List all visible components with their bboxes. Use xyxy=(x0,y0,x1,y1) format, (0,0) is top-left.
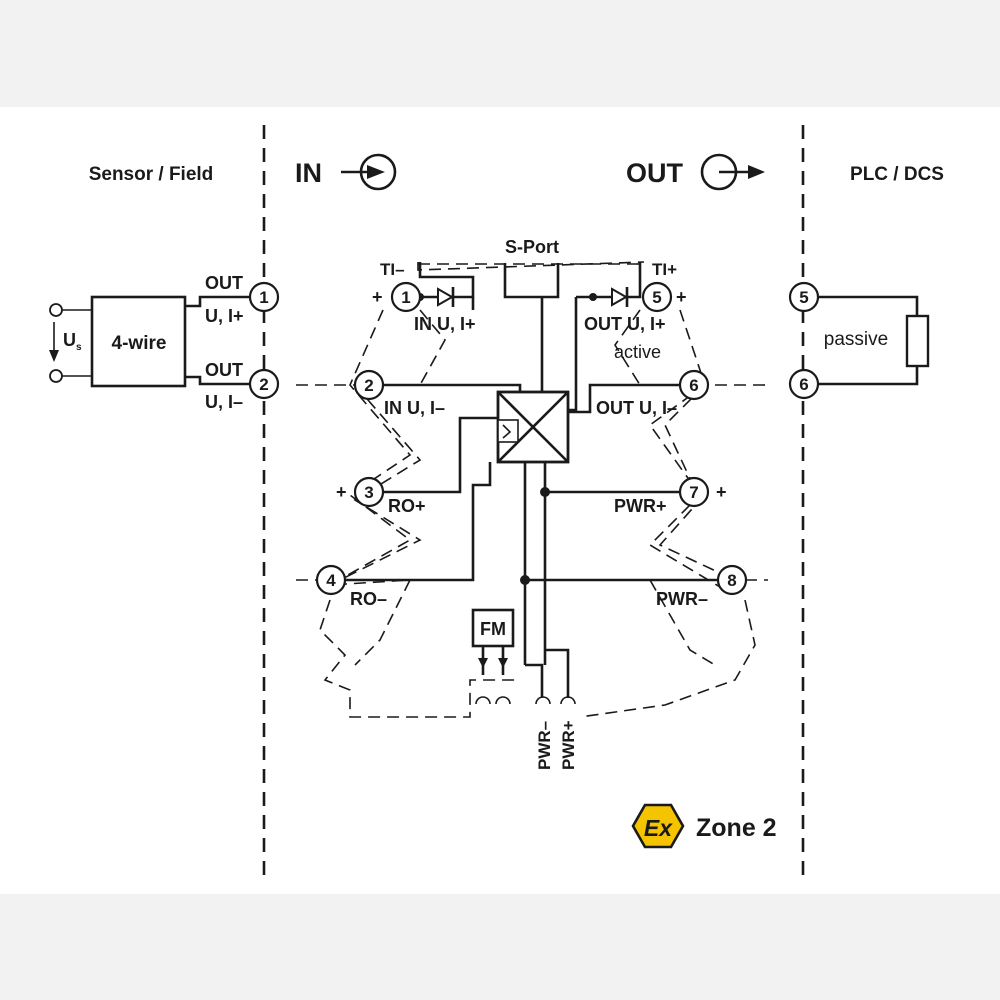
heading-out: OUT xyxy=(626,158,684,188)
supply-subscript: s xyxy=(76,342,82,353)
isolator-block xyxy=(496,390,570,464)
heading-plc-dcs: PLC / DCS xyxy=(850,164,944,185)
passive-label: passive xyxy=(824,329,888,350)
ex-zone-icon: Ex xyxy=(631,803,685,849)
module-terminal-6-label: 6 xyxy=(689,376,698,395)
out-u-i-minus-label: OUT U, I– xyxy=(596,398,677,418)
pwr-minus-label: PWR– xyxy=(656,589,708,609)
in-u-i-minus-label: IN U, I– xyxy=(384,398,445,418)
module-terminal-2-label: 2 xyxy=(364,376,373,395)
active-label: active xyxy=(614,342,661,362)
ti-plus-label: TI+ xyxy=(652,260,677,279)
four-wire-box xyxy=(90,295,187,388)
out2-bottom-label: U, I– xyxy=(205,392,243,412)
out1-top-label: OUT xyxy=(205,273,243,293)
heading-sensor-field: Sensor / Field xyxy=(89,164,214,185)
terminal-3-plus: + xyxy=(336,482,347,502)
s-port-label: S-Port xyxy=(505,237,559,257)
module-terminal-4-label: 4 xyxy=(326,571,336,590)
module-terminal-3-label: 3 xyxy=(364,483,373,502)
zone-label: Zone 2 xyxy=(696,814,777,842)
supply-label: U xyxy=(63,330,76,350)
ro-minus-label: RO– xyxy=(350,589,387,609)
field-terminal-1-label: 1 xyxy=(259,288,268,307)
module-terminal-7-label: 7 xyxy=(689,483,698,502)
module-terminal-6 xyxy=(678,369,710,401)
terminal-1-plus: + xyxy=(372,287,383,307)
heading-in: IN xyxy=(295,158,322,188)
module-terminal-5-label: 5 xyxy=(652,288,661,307)
bus-pwr-minus-label: PWR– xyxy=(535,721,554,770)
fm-connector-icon xyxy=(475,658,511,705)
supply-terminal-bottom xyxy=(49,369,63,383)
ex-badge-text: Ex xyxy=(644,815,673,841)
field-terminal-1 xyxy=(248,281,280,313)
terminal-5-plus: + xyxy=(676,287,687,307)
plc-terminal-5-label: 5 xyxy=(799,288,808,307)
out-u-i-plus-label: OUT U, I+ xyxy=(584,314,666,334)
passive-resistor-icon xyxy=(905,314,930,368)
out2-top-label: OUT xyxy=(205,360,243,380)
s-port-connector xyxy=(503,263,560,299)
out-arrow-icon xyxy=(700,153,765,191)
terminal-7-plus: + xyxy=(716,482,727,502)
out1-bottom-label: U, I+ xyxy=(205,306,244,326)
module-terminal-8 xyxy=(716,564,748,596)
module-terminal-8-label: 8 xyxy=(727,571,736,590)
supply-arrow-icon xyxy=(49,322,59,362)
diagram-panel xyxy=(0,107,1000,894)
module-terminal-3 xyxy=(353,476,385,508)
ro-plus-label: RO+ xyxy=(388,496,426,516)
internal-wiring xyxy=(345,262,718,698)
fm-box xyxy=(471,608,515,648)
ti-minus-label: TI– xyxy=(380,260,405,279)
module-terminal-5 xyxy=(641,281,673,313)
diode-in-icon xyxy=(437,287,455,307)
pwr-plus-label: PWR+ xyxy=(614,496,667,516)
plc-terminal-6-label: 6 xyxy=(799,375,808,394)
four-wire-label: 4-wire xyxy=(112,333,167,354)
in-arrow-icon xyxy=(341,153,397,191)
field-terminal-2-label: 2 xyxy=(259,375,268,394)
bus-connector-icon xyxy=(535,696,576,705)
diode-out-icon xyxy=(611,287,629,307)
supply-terminal-top xyxy=(49,303,63,317)
field-terminal-2 xyxy=(248,368,280,400)
fm-label: FM xyxy=(480,619,506,639)
module-terminal-1-label: 1 xyxy=(401,288,410,307)
module-terminal-2 xyxy=(353,369,385,401)
module-terminal-1 xyxy=(390,281,422,313)
bus-pwr-plus-label: PWR+ xyxy=(559,720,578,770)
in-u-i-plus-label: IN U, I+ xyxy=(414,314,476,334)
module-terminal-4 xyxy=(315,564,347,596)
module-terminal-7 xyxy=(678,476,710,508)
